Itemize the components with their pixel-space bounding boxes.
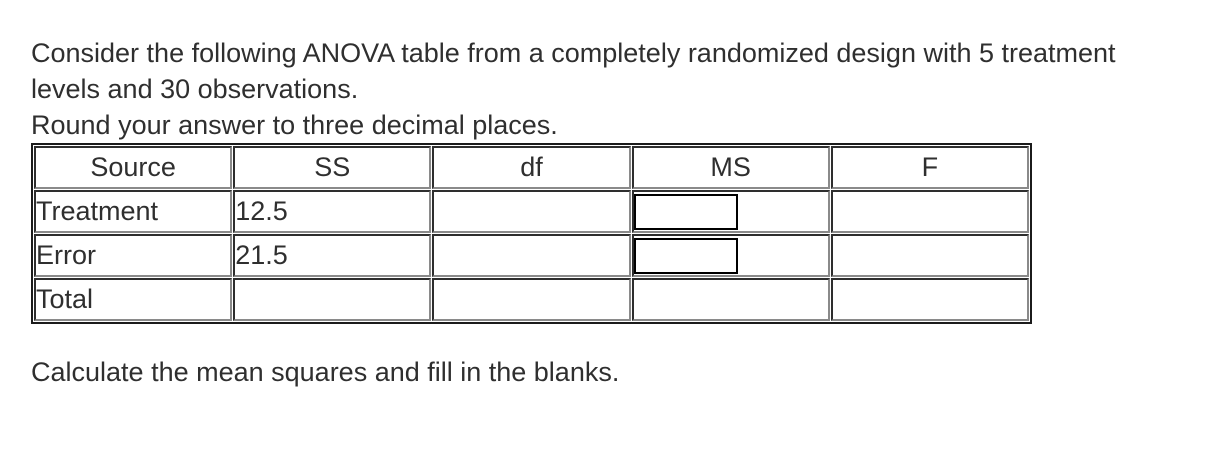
cell-total-df [432,278,631,321]
cell-treatment-source: Treatment [34,190,233,233]
cell-total-ss [233,278,432,321]
question-paragraph-2: Round your answer to three decimal place… [31,110,558,140]
cell-treatment-f [830,190,1029,233]
cell-error-df [432,234,631,277]
cell-total-source: Total [34,278,233,321]
table-row-treatment: Treatment 12.5 [34,190,1029,233]
ms-input-error[interactable] [633,237,738,274]
header-row: Source SS df MS F [34,146,1029,189]
header-f: F [830,146,1029,189]
cell-total-f [830,278,1029,321]
ms-input-treatment[interactable] [633,193,738,230]
cell-error-ms [631,234,830,277]
cell-error-ss: 21.5 [233,234,432,277]
table-row-error: Error 21.5 [34,234,1029,277]
header-df: df [432,146,631,189]
header-ss: SS [233,146,432,189]
cell-total-ms [631,278,830,321]
header-ms: MS [631,146,830,189]
anova-table: Source SS df MS F Treatment 12.5 Error 2… [31,143,1032,324]
instruction-text: Calculate the mean squares and fill in t… [31,357,620,387]
cell-treatment-df [432,190,631,233]
cell-error-source: Error [34,234,233,277]
cell-treatment-ss: 12.5 [233,190,432,233]
table-row-total: Total [34,278,1029,321]
question-paragraph-1: Consider the following ANOVA table from … [31,38,1116,104]
cell-error-f [830,234,1029,277]
cell-treatment-ms [631,190,830,233]
header-source: Source [34,146,233,189]
